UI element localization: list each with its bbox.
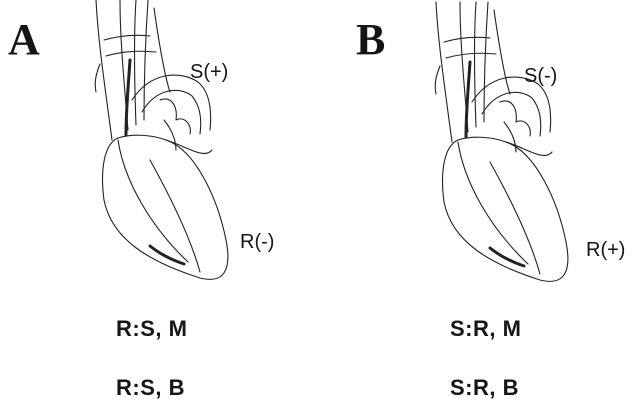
lead-label-top: S(+) bbox=[190, 62, 228, 82]
vessel-outline bbox=[95, 64, 100, 92]
vessel-outline bbox=[106, 51, 156, 56]
ventricular-lead bbox=[490, 248, 524, 266]
vessel-outline bbox=[494, 10, 510, 94]
aortic-arch bbox=[142, 90, 201, 134]
lead-label-top: S(-) bbox=[524, 66, 557, 86]
vessel-outline bbox=[484, 2, 488, 122]
heart-outline bbox=[458, 142, 528, 264]
formula-line: S:R, B bbox=[450, 377, 519, 399]
pulmonary-trunk bbox=[500, 101, 530, 136]
ventricular-lead bbox=[150, 246, 184, 264]
heart-outline bbox=[150, 160, 200, 272]
aortic-arch bbox=[482, 92, 541, 136]
vessel-outline bbox=[446, 53, 496, 58]
vessel-outline bbox=[104, 35, 150, 40]
panel-a: A S(+) R(-) R:S, M R:S, B bbox=[0, 0, 318, 410]
panel-b: B S(-) R(+) S:R, M S:R, B bbox=[318, 0, 636, 410]
pulmonary-trunk bbox=[164, 120, 176, 150]
lead-label-bottom: R(-) bbox=[240, 232, 274, 252]
heart-outline bbox=[118, 140, 188, 262]
vessel-outline bbox=[135, 0, 137, 125]
lead-label-bottom: R(+) bbox=[586, 240, 625, 260]
heart-outline bbox=[166, 140, 212, 154]
formula-line: R:S, B bbox=[116, 377, 185, 399]
heart-outline bbox=[506, 142, 552, 156]
pulmonary-trunk bbox=[160, 99, 190, 134]
formula-line: R:S, M bbox=[116, 318, 187, 340]
heart-diagram bbox=[0, 0, 318, 300]
vessel-outline bbox=[475, 2, 477, 127]
pulmonary-trunk bbox=[504, 122, 516, 152]
vessel-outline bbox=[144, 0, 148, 120]
heart-outline bbox=[490, 162, 540, 274]
formula-line: S:R, M bbox=[450, 318, 521, 340]
vessel-outline bbox=[435, 66, 440, 94]
vessel-outline bbox=[444, 37, 490, 42]
vessel-outline bbox=[154, 8, 170, 92]
